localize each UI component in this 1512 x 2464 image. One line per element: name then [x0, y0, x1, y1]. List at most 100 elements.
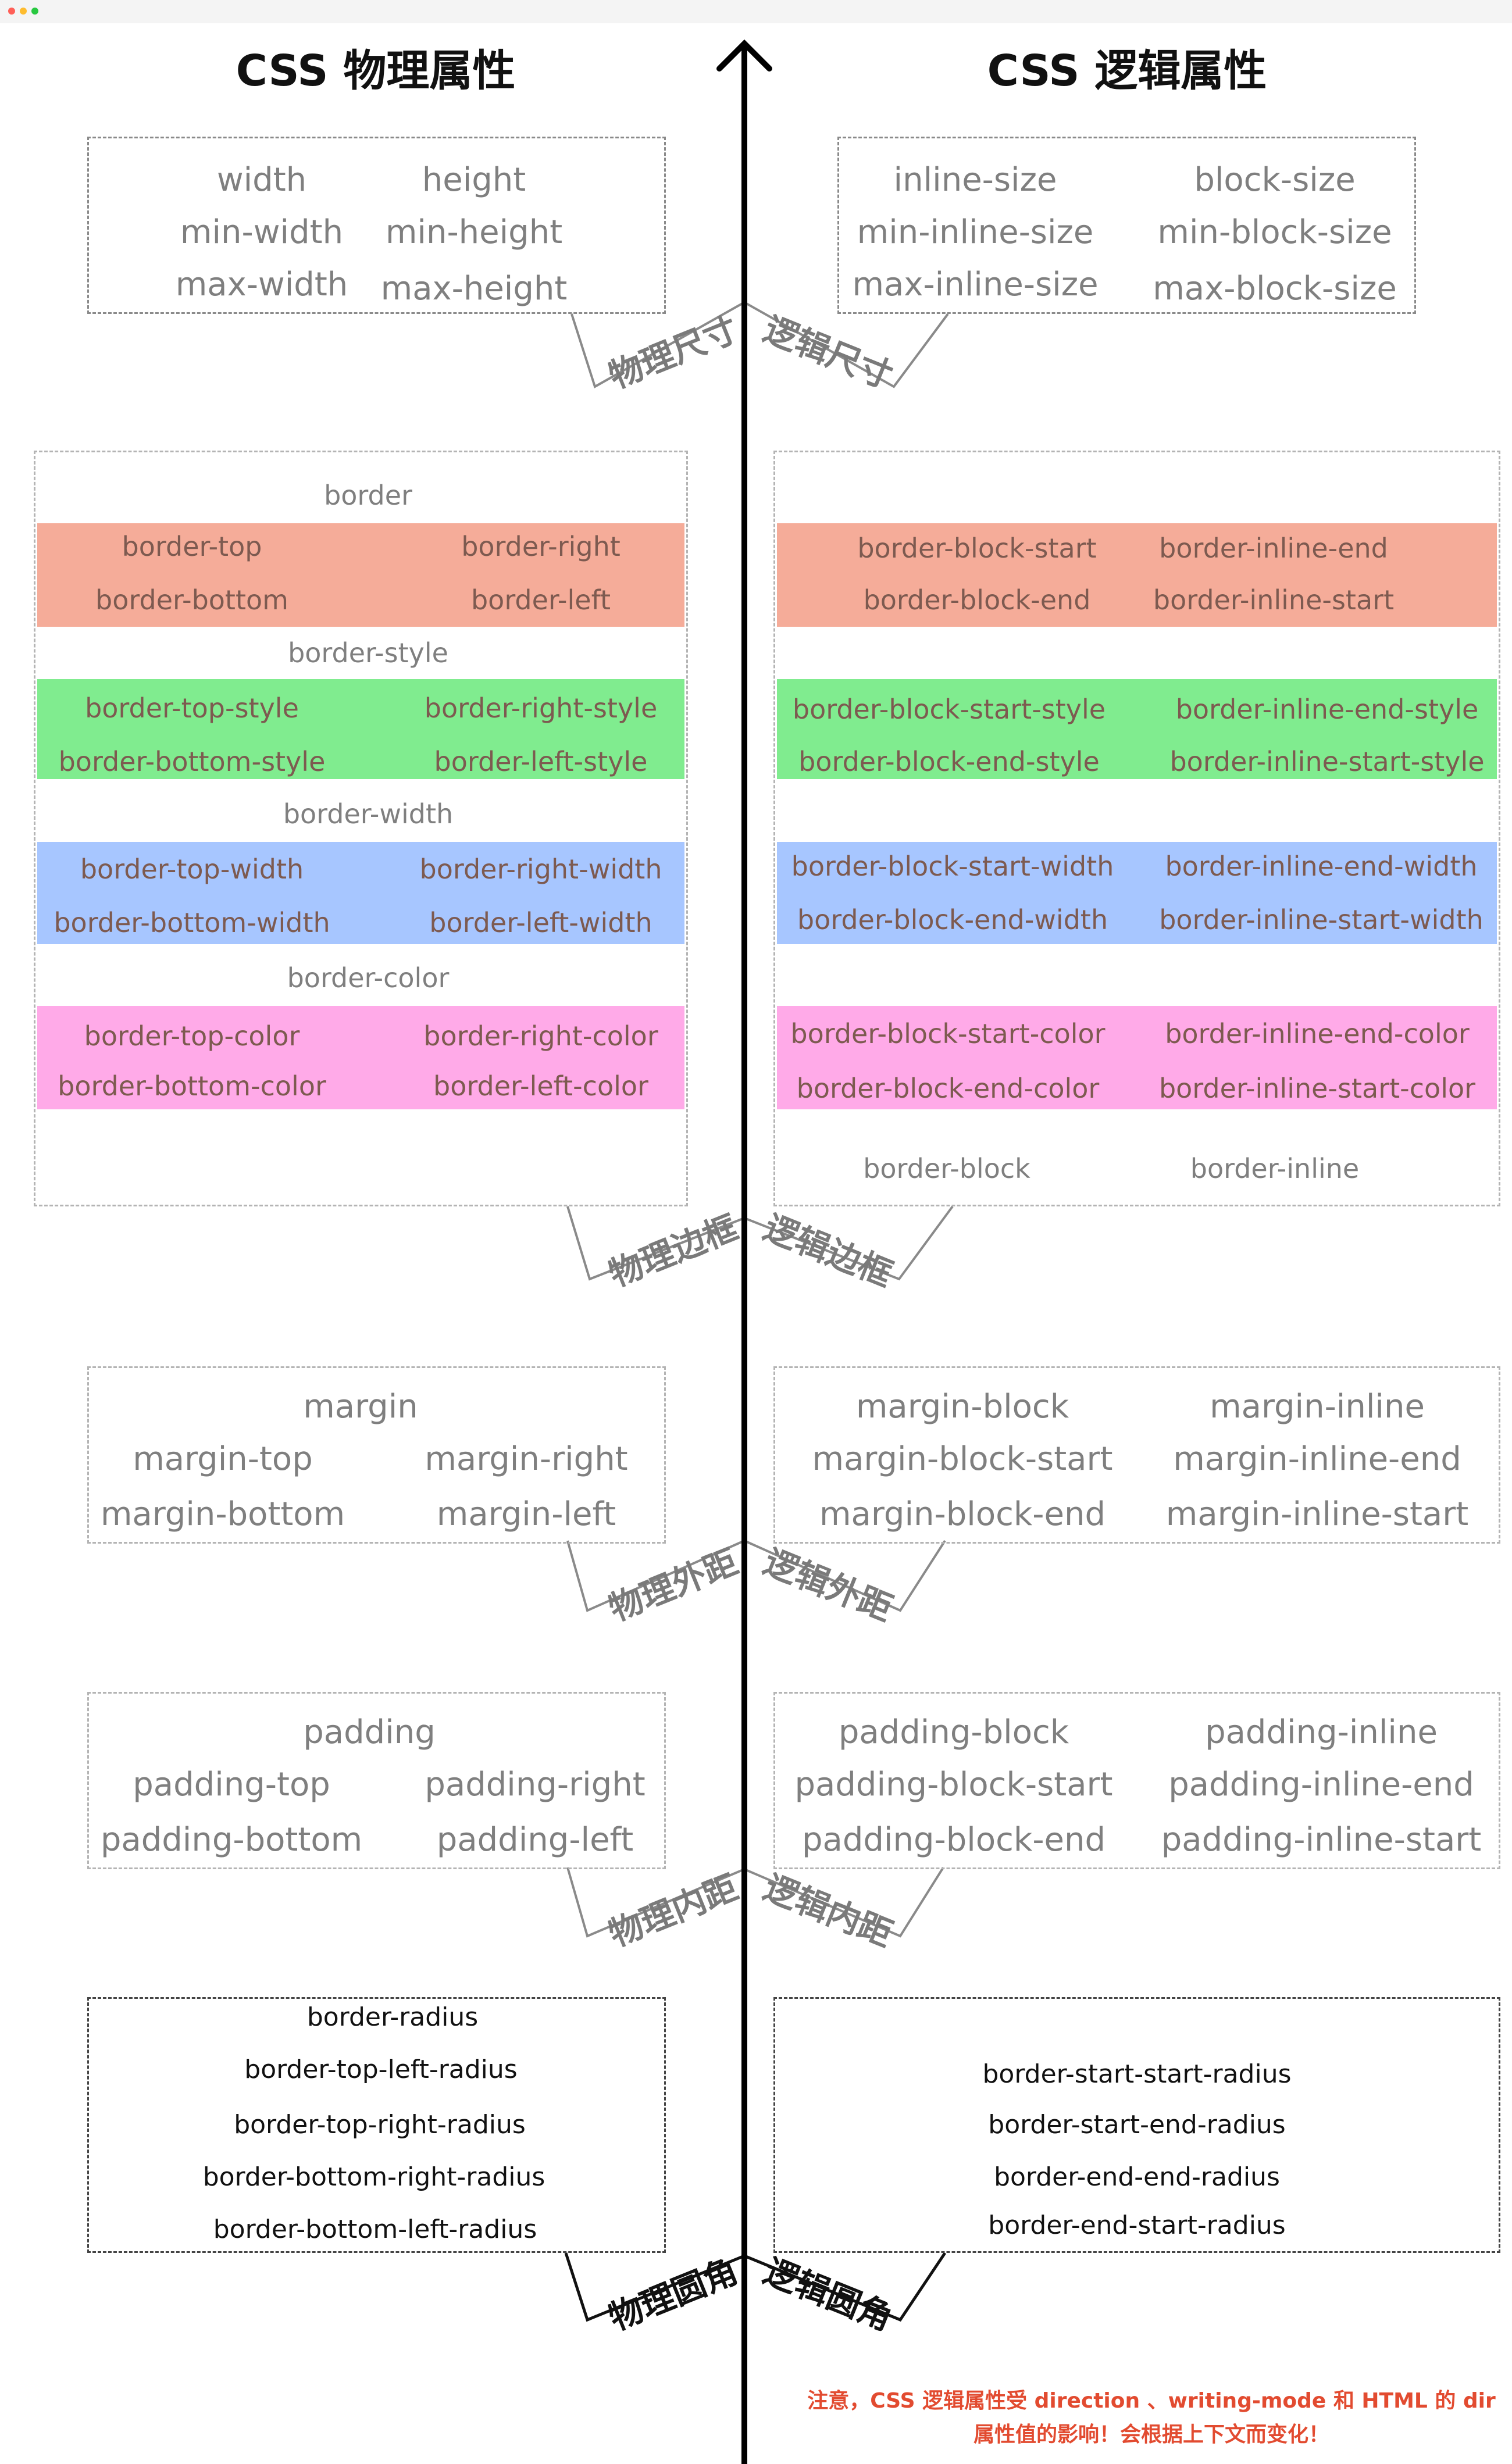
prop-min-width: min-width [180, 213, 344, 251]
prop-border-right-style: border-right-style [424, 692, 658, 724]
logical-border-width-band [777, 842, 1497, 944]
prop-border-top: border-top [122, 531, 262, 562]
logical-border-color-band [777, 1006, 1497, 1109]
prop-border-top-style: border-top-style [85, 692, 299, 724]
physical-border-width-band [37, 842, 684, 944]
prop-border-inline-start-color: border-inline-start-color [1158, 1073, 1476, 1104]
prop-max-block-size: max-block-size [1153, 270, 1397, 308]
prop-border-top-width: border-top-width [80, 854, 304, 885]
prop-border-bottom-left-radius: border-bottom-left-radius [213, 2215, 537, 2244]
prop-border-color: border-color [287, 962, 450, 994]
prop-border-inline-end-color: border-inline-end-color [1165, 1018, 1470, 1049]
physical-border-color-band [37, 1006, 684, 1109]
close-dot-icon[interactable] [8, 8, 15, 15]
prop-border-left-width: border-left-width [429, 907, 652, 938]
prop-padding-block-start: padding-block-start [794, 1766, 1113, 1804]
logical-padding-box [773, 1692, 1500, 1869]
prop-padding-block-end: padding-block-end [801, 1821, 1106, 1859]
prop-border-top-color: border-top-color [84, 1020, 300, 1052]
prop-border-width: border-width [283, 798, 454, 830]
prop-border-right: border-right [461, 531, 621, 562]
physical-title: CSS 物理属性 [236, 46, 516, 96]
prop-block-size: block-size [1194, 161, 1356, 199]
prop-padding-top: padding-top [133, 1766, 330, 1804]
physical-border-style-band [37, 679, 684, 779]
prop-max-inline-size: max-inline-size [852, 266, 1099, 303]
prop-border-start-start-radius: border-start-start-radius [982, 2059, 1292, 2089]
prop-margin-right: margin-right [425, 1440, 628, 1478]
prop-border-end-end-radius: border-end-end-radius [994, 2162, 1280, 2192]
prop-max-width: max-width [175, 266, 348, 303]
logical-border-band [777, 523, 1497, 627]
prop-margin-block-start: margin-block-start [812, 1440, 1113, 1478]
prop-border-top-right-radius: border-top-right-radius [234, 2110, 526, 2140]
prop-padding-bottom: padding-bottom [100, 1821, 363, 1859]
prop-border-left: border-left [470, 584, 611, 616]
prop-margin-inline-start: margin-inline-start [1165, 1495, 1469, 1533]
prop-border-bottom-width: border-bottom-width [54, 907, 330, 938]
logical-margin-box [773, 1366, 1500, 1544]
prop-border-block-end-width: border-block-end-width [797, 904, 1108, 935]
minimize-dot-icon[interactable] [20, 8, 27, 15]
logical-sizing-box [837, 137, 1416, 314]
prop-height: height [422, 161, 526, 199]
prop-border-block: border-block [863, 1153, 1030, 1184]
prop-border-style: border-style [288, 637, 448, 669]
prop-border-inline-start-style: border-inline-start-style [1169, 746, 1485, 777]
prop-border-bottom: border-bottom [95, 584, 288, 616]
prop-padding: padding [303, 1713, 436, 1751]
prop-border-inline-start: border-inline-start [1153, 584, 1395, 616]
prop-margin: margin [303, 1388, 418, 1426]
prop-border-block-end-color: border-block-end-color [796, 1073, 1100, 1104]
prop-border-block-end-style: border-block-end-style [798, 746, 1100, 777]
note-line-2: 属性值的影响！会根据上下文而变化！ [973, 2423, 1329, 2447]
note-text: 注意，CSS 逻辑属性受 direction 、writing-mode 和 H… [803, 2384, 1500, 2448]
logical-border-style-band [777, 679, 1497, 779]
prop-border-start-end-radius: border-start-end-radius [988, 2110, 1286, 2140]
physical-border-box [34, 451, 688, 1206]
physical-border-band [37, 523, 684, 627]
physical-sizing-box [87, 137, 666, 314]
note-line-1: 注意，CSS 逻辑属性受 direction 、writing-mode 和 H… [807, 2389, 1496, 2413]
prop-margin-bottom: margin-bottom [100, 1495, 345, 1533]
logical-title: CSS 逻辑属性 [987, 46, 1267, 96]
maximize-dot-icon[interactable] [31, 8, 38, 15]
prop-border: border [324, 480, 412, 511]
physical-radius-box [87, 1997, 666, 2253]
prop-border-right-color: border-right-color [423, 1020, 658, 1052]
physical-margin-box [87, 1366, 666, 1544]
prop-margin-top: margin-top [133, 1440, 313, 1478]
center-axis-arrow [716, 39, 772, 2464]
prop-border-block-end: border-block-end [863, 584, 1091, 616]
prop-border-left-style: border-left-style [434, 746, 648, 777]
prop-border-bottom-right-radius: border-bottom-right-radius [202, 2162, 545, 2192]
prop-border-left-color: border-left-color [433, 1070, 648, 1102]
prop-margin-inline-end: margin-inline-end [1173, 1440, 1461, 1478]
prop-min-inline-size: min-inline-size [857, 213, 1094, 251]
logical-border-box [773, 451, 1500, 1206]
logical-radius-box [773, 1997, 1500, 2253]
prop-border-inline: border-inline [1190, 1153, 1360, 1184]
physical-padding-box [87, 1692, 666, 1869]
prop-max-height: max-height [380, 270, 568, 308]
prop-margin-left: margin-left [436, 1495, 616, 1533]
prop-padding-inline-start: padding-inline-start [1161, 1821, 1482, 1859]
prop-padding-left: padding-left [436, 1821, 634, 1859]
prop-border-end-start-radius: border-end-start-radius [988, 2211, 1286, 2240]
prop-border-top-left-radius: border-top-left-radius [244, 2055, 518, 2084]
prop-border-block-start: border-block-start [857, 533, 1097, 564]
prop-border-block-start-style: border-block-start-style [792, 694, 1106, 725]
prop-border-bottom-color: border-bottom-color [58, 1070, 326, 1102]
prop-margin-block-end: margin-block-end [819, 1495, 1106, 1533]
prop-border-radius: border-radius [306, 2002, 479, 2032]
prop-border-block-start-width: border-block-start-width [791, 851, 1114, 882]
prop-inline-size: inline-size [893, 161, 1057, 199]
prop-border-inline-end: border-inline-end [1159, 533, 1388, 564]
prop-padding-right: padding-right [425, 1766, 646, 1804]
prop-border-block-start-color: border-block-start-color [790, 1018, 1106, 1049]
prop-border-right-width: border-right-width [419, 854, 662, 885]
prop-min-height: min-height [385, 213, 563, 251]
prop-border-inline-end-width: border-inline-end-width [1165, 851, 1478, 882]
prop-border-bottom-style: border-bottom-style [58, 746, 326, 777]
